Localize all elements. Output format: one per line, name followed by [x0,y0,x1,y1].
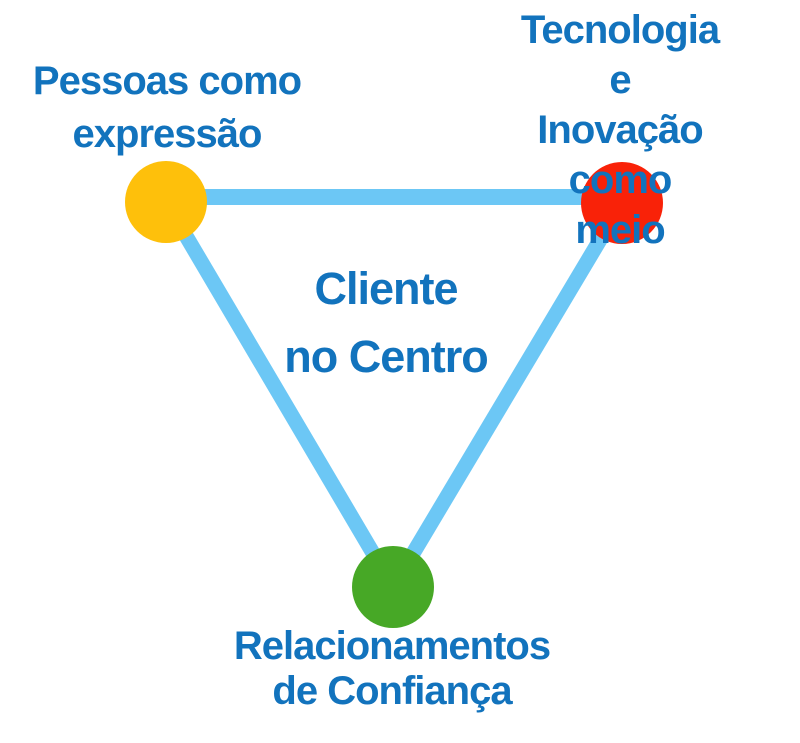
label-cliente-no-centro: Cliente no Centro [284,263,488,382]
label-pessoas-como-expressao: Pessoas como expressão [32,59,302,156]
edge-right [386,199,629,591]
label-tecnologia-inovacao-como-meio: Tecnologia e Inovação como meio [520,8,720,252]
node-relacionamentos-circle [352,546,434,628]
node-pessoas-circle [125,161,207,243]
edge-left [159,198,400,591]
label-relacionamentos-de-confianca: Relacionamentos de Confiança [233,624,551,713]
node-tecnologia-circle [581,162,663,244]
